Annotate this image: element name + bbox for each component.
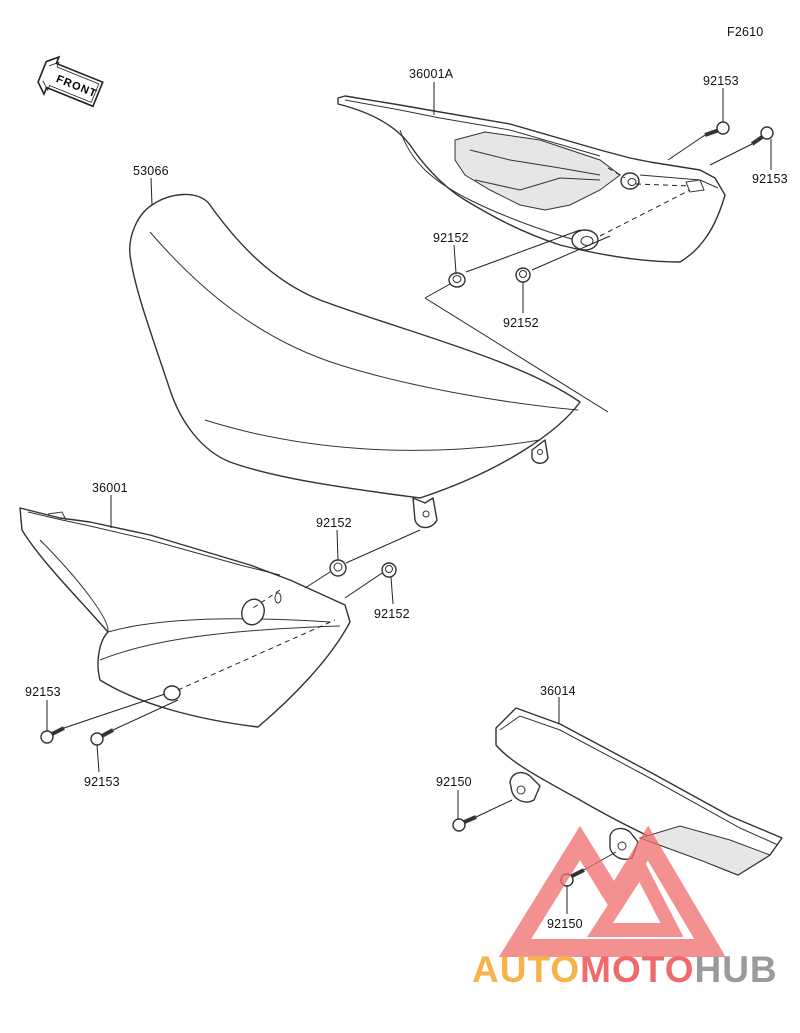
- collar-92152-lower-a: [329, 559, 347, 577]
- watermark-logo-icon: [498, 825, 726, 957]
- label-92153-left-1: 92153: [25, 685, 61, 699]
- label-92153-top-1: 92153: [703, 74, 739, 88]
- watermark-part-moto: MOTO: [580, 949, 695, 990]
- label-92153-top-2: 92153: [752, 172, 788, 186]
- label-36001A: 36001A: [409, 67, 454, 81]
- side-cover-36001: [19, 507, 351, 728]
- label-92152-upper-b: 92152: [503, 316, 539, 330]
- collar-92152-upper-b: [515, 267, 531, 283]
- assembly-lines: [63, 134, 753, 871]
- label-leaders: [46, 82, 772, 914]
- label-36001: 36001: [92, 481, 128, 495]
- watermark-text: AUTOMOTOHUB: [472, 950, 778, 990]
- label-53066: 53066: [133, 164, 169, 178]
- bolt-92153-left-1: [40, 726, 65, 744]
- front-arrow-icon: FRONT: [37, 55, 104, 108]
- bolt-92153-top-2: [750, 126, 774, 146]
- bolt-92153-top-1: [704, 121, 730, 137]
- watermark-part-auto: AUTO: [472, 949, 581, 990]
- label-92150-a: 92150: [436, 775, 472, 789]
- label-92150-b: 92150: [547, 917, 583, 931]
- chain-cover-36014: [495, 707, 783, 876]
- figure-code: F2610: [727, 25, 764, 39]
- label-92152-lower-b: 92152: [374, 607, 410, 621]
- collar-92152-lower-b: [381, 562, 397, 578]
- label-92153-left-2: 92153: [84, 775, 120, 789]
- collar-92152-upper-a: [448, 272, 466, 288]
- label-92152-lower-a: 92152: [316, 516, 352, 530]
- label-36014: 36014: [540, 684, 576, 698]
- bolt-92153-left-2: [90, 728, 114, 746]
- side-cover-36001A: [337, 95, 726, 263]
- seat-53066: [129, 193, 581, 529]
- watermark-part-hub: HUB: [694, 949, 778, 990]
- bolt-92150-a: [452, 815, 477, 832]
- label-92152-upper-a: 92152: [433, 231, 469, 245]
